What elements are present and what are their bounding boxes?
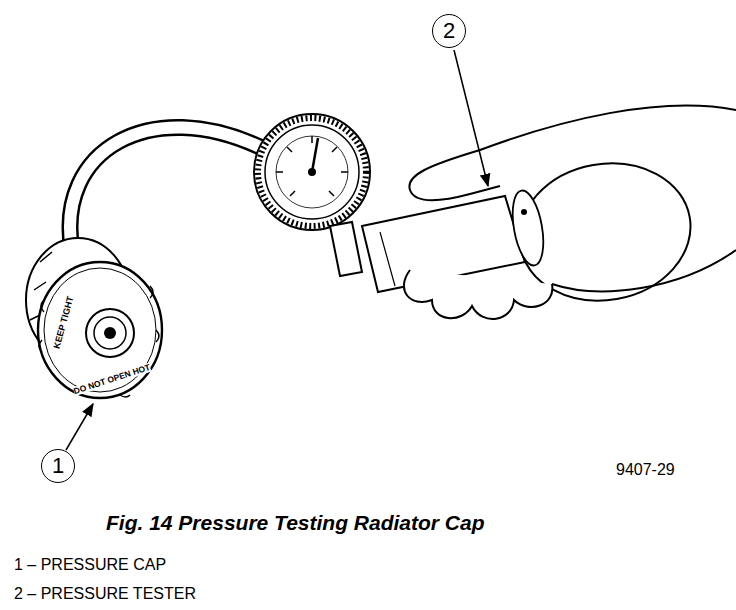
hand-thumb — [409, 106, 736, 201]
cap-marking: DO NOT OPEN HOT — [73, 363, 152, 396]
hand-palm — [552, 250, 736, 291]
cap-lobes — [39, 286, 159, 397]
callout-circle: 2 — [432, 14, 466, 48]
body-band — [380, 232, 395, 286]
figure-caption: Fig. 14 Pressure Testing Radiator Cap — [106, 512, 485, 533]
gauge-scale — [276, 136, 348, 208]
pressure-cap — [38, 262, 162, 398]
gauge-face — [265, 125, 359, 219]
callout-number: 1 — [52, 455, 64, 477]
tester-fitting — [330, 222, 362, 276]
gauge-body — [254, 114, 370, 230]
collar-screw — [521, 209, 527, 215]
hose — [70, 127, 262, 250]
cap-seal — [86, 309, 134, 357]
cap-seal-inner — [94, 317, 126, 349]
figure-number: 9407-29 — [616, 462, 675, 478]
cap-valve — [104, 327, 116, 339]
cap-marking: KEEP TIGHT — [53, 295, 76, 349]
gauge-knurl — [258, 118, 366, 226]
gauge-hub — [308, 168, 316, 176]
handle-collar — [508, 188, 549, 268]
gauge-needle — [312, 138, 318, 172]
callout-number: 2 — [443, 20, 455, 42]
hand-fingers — [404, 270, 552, 319]
leader-line — [66, 404, 93, 450]
callout-circle: 1 — [41, 449, 75, 483]
legend-entry: 2 – PRESSURE TESTER — [14, 586, 196, 602]
gauge-ticks — [276, 136, 348, 196]
leader-line — [454, 50, 488, 186]
hose-inner — [70, 127, 262, 250]
legend-entry: 1 – PRESSURE CAP — [14, 557, 166, 573]
